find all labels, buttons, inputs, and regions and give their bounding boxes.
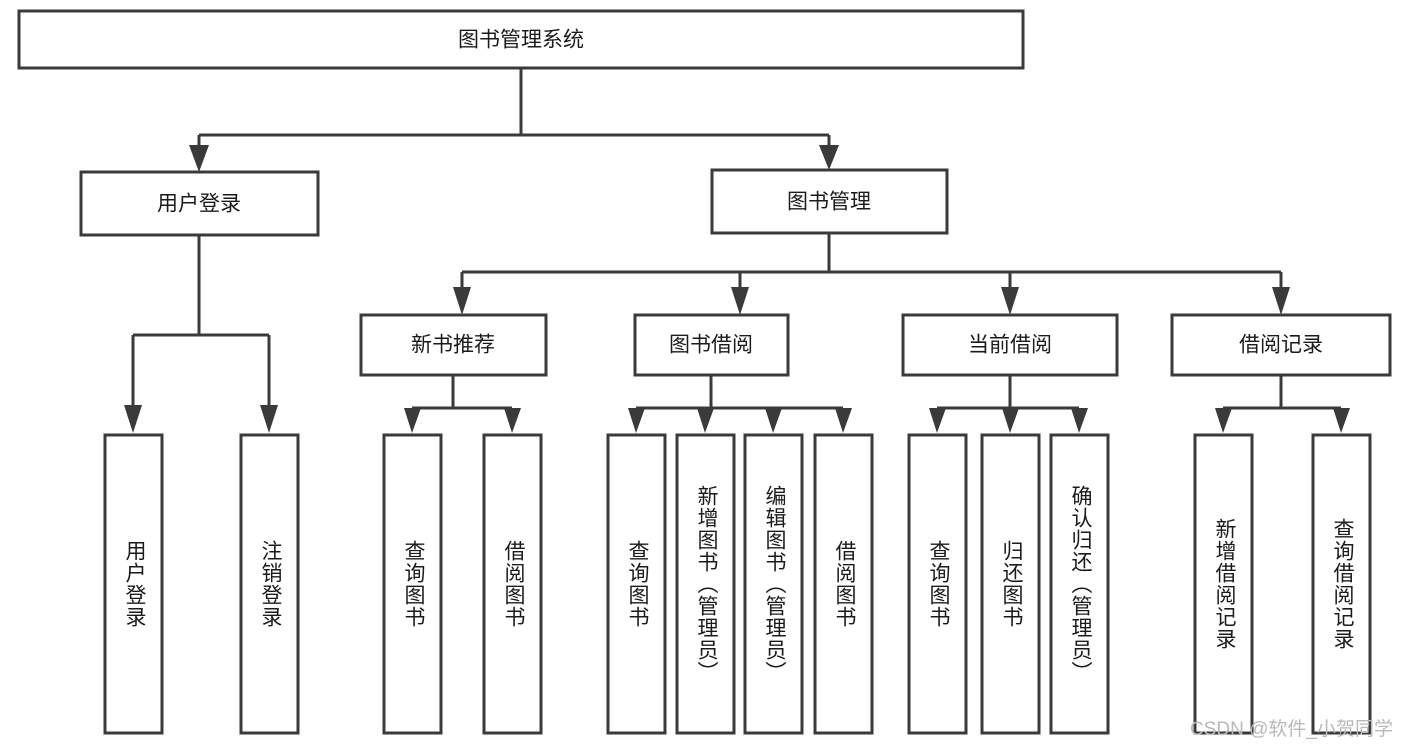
arrowhead-current-borrow	[1001, 287, 1019, 315]
node-layer: 图书管理系统 用户登录 图书管理 新书推荐 图书借阅	[17, 9, 1392, 735]
node-root[interactable]: 图书管理系统	[17, 9, 1025, 70]
leaf-box-query-book-3[interactable]	[907, 433, 968, 735]
arrowhead-leaf-query-record	[1333, 408, 1350, 433]
arrowhead-book-borrow	[731, 287, 749, 315]
node-borrow-record-box[interactable]	[1170, 313, 1392, 377]
node-book-manage-label: 图书管理	[787, 191, 871, 214]
leaf-box-query-record[interactable]	[1311, 433, 1372, 735]
leaf-box-logout[interactable]	[239, 433, 300, 735]
arrowhead-leaf-query-book-3	[929, 408, 946, 433]
arrowhead-new-book-recommend	[453, 287, 471, 315]
arrowhead-book-manage	[819, 145, 839, 170]
node-user-login-label: 用户登录	[157, 193, 241, 216]
leaf-box-borrow-book-1[interactable]	[482, 433, 543, 735]
node-book-borrow-box[interactable]	[633, 313, 790, 377]
node-borrow-record[interactable]: 借阅记录	[1170, 313, 1392, 377]
arrowhead-leaf-confirm-return	[1071, 408, 1088, 433]
node-book-manage-box[interactable]	[710, 168, 949, 235]
leaf-box-return-book[interactable]	[980, 433, 1041, 735]
leaf-box-query-book-1[interactable]	[382, 433, 443, 735]
arrowhead-leaf-query-book-1	[404, 408, 421, 433]
arrowhead-leaf-logout	[260, 405, 278, 433]
arrowhead-leaf-query-book-2	[628, 408, 645, 433]
csdn-watermark: CSDN @软件_小贺同学	[1190, 719, 1393, 740]
leaf-box-user-login[interactable]	[103, 433, 164, 735]
arrowhead-leaf-user-login	[124, 405, 142, 433]
leaf-box-add-record[interactable]	[1193, 433, 1254, 735]
connector-layer	[124, 68, 1350, 433]
node-user-login-box[interactable]	[79, 170, 320, 237]
leaf-box-confirm-return[interactable]	[1049, 433, 1110, 735]
node-book-manage[interactable]: 图书管理	[710, 168, 949, 235]
arrowhead-leaf-edit-book	[765, 408, 782, 433]
arrowhead-leaf-return-book	[1002, 408, 1019, 433]
node-book-borrow-label: 图书借阅	[669, 334, 753, 357]
node-current-borrow-box[interactable]	[901, 313, 1119, 377]
node-root-label: 图书管理系统	[458, 29, 584, 52]
leaf-box-edit-book[interactable]	[743, 433, 804, 735]
leaf-box-add-book[interactable]	[675, 433, 736, 735]
arrowhead-leaf-borrow-book-1	[504, 408, 521, 433]
leaf-box-borrow-book-2[interactable]	[813, 433, 874, 735]
node-root-box[interactable]	[17, 9, 1025, 70]
node-book-borrow[interactable]: 图书借阅	[633, 313, 790, 377]
arrowhead-leaf-add-record	[1215, 408, 1232, 433]
node-new-book-recommend[interactable]: 新书推荐	[359, 313, 548, 377]
arrowhead-leaf-add-book	[697, 408, 714, 433]
arrowhead-user-login	[189, 145, 209, 172]
node-new-book-recommend-box[interactable]	[359, 313, 548, 377]
node-current-borrow-label: 当前借阅	[968, 334, 1052, 357]
leaf-box-query-book-2[interactable]	[606, 433, 667, 735]
node-user-login[interactable]: 用户登录	[79, 170, 320, 237]
node-new-book-recommend-label: 新书推荐	[411, 334, 495, 357]
arrowhead-borrow-record	[1272, 287, 1290, 315]
arrowhead-leaf-borrow-book-2	[835, 408, 852, 433]
node-borrow-record-label: 借阅记录	[1239, 334, 1323, 357]
node-current-borrow[interactable]: 当前借阅	[901, 313, 1119, 377]
